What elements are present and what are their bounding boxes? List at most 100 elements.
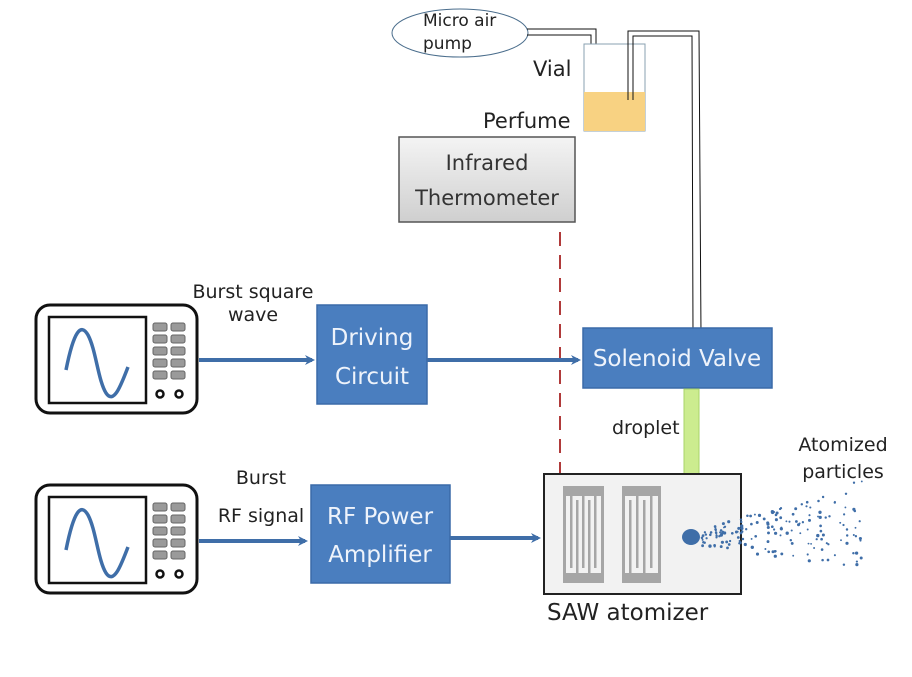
particle-dot [795, 520, 798, 523]
idt-electrode-1 [563, 486, 604, 583]
particle-dot [715, 535, 718, 538]
rf-amplifier-label-line2: Amplifier [328, 542, 432, 568]
burst-rf-signal-label-line1: Burst [236, 467, 286, 489]
vial: Vial Perfume [483, 43, 646, 133]
particle-dot [740, 524, 744, 528]
saw-atomizer [543, 473, 742, 595]
particle-dot [824, 516, 827, 519]
particle-dot [807, 559, 811, 563]
particle-dot [859, 556, 863, 560]
particle-dot [771, 550, 775, 554]
particle-dot [819, 524, 822, 528]
particle-dot [843, 513, 846, 516]
perfume-tube [627, 30, 702, 335]
particle-dot [807, 542, 810, 545]
particle-dot [753, 513, 756, 516]
particle-dot [855, 563, 859, 567]
particle-dot [725, 540, 729, 544]
particle-dot [854, 551, 859, 555]
particle-dot [801, 521, 805, 524]
particle-dot [808, 518, 811, 522]
particle-dot [770, 510, 775, 514]
particle-dot [854, 535, 858, 538]
particle-dot [821, 495, 825, 499]
atomized-particles-label-line2: particles [802, 461, 884, 483]
particle-dot [770, 525, 774, 529]
particle-dot [826, 558, 830, 562]
particle-dot [704, 533, 708, 536]
particle-dot [708, 544, 712, 548]
particle-dot [791, 512, 795, 516]
particle-dot [845, 534, 849, 537]
particle-dot [740, 520, 743, 524]
particle-dot [740, 526, 744, 531]
particle-dot [730, 531, 734, 535]
particle-dot [741, 537, 745, 541]
particle-dot [833, 554, 836, 557]
particle-dot [806, 553, 809, 556]
particle-dot [859, 539, 862, 542]
particle-dot [827, 543, 830, 546]
particle-dot [845, 528, 849, 531]
particle-dot [703, 541, 706, 544]
particle-dot [723, 525, 727, 528]
burst-square-wave-label-line1: Burst square [192, 281, 313, 303]
particle-dot [755, 521, 759, 524]
driving-circuit-label-line1: Driving [331, 325, 414, 351]
particle-dot [852, 551, 855, 555]
particle-dot [844, 506, 847, 509]
particle-dot [719, 545, 723, 549]
particle-dot [720, 540, 724, 544]
particle-dot [840, 539, 842, 542]
particle-dot [845, 541, 849, 545]
micro-air-pump: Micro air pump [391, 8, 529, 58]
particle-dot [809, 506, 812, 509]
particle-dot [714, 529, 717, 532]
particle-dot [842, 563, 846, 566]
particle-dot [750, 522, 753, 526]
particle-dot [854, 526, 857, 529]
particle-dot [709, 531, 713, 534]
particle-dot [821, 558, 824, 562]
particle-dot [749, 514, 752, 518]
particle-dot [800, 503, 804, 506]
particle-dot [788, 520, 791, 523]
particle-dot [815, 538, 818, 541]
particle-dot [799, 532, 802, 535]
particle-dot [705, 537, 708, 540]
particle-dot [719, 531, 721, 534]
particle-dot [852, 507, 856, 511]
particle-dot [743, 542, 747, 547]
particle-dot [820, 537, 823, 541]
particle-dot [820, 548, 824, 551]
perfume-label: Perfume [483, 109, 571, 133]
function-generator-icon [34, 303, 199, 415]
driving-circuit-label-line2: Circuit [335, 364, 409, 390]
saw-atomizer-label: SAW atomizer [547, 600, 709, 626]
particle-dot [773, 531, 778, 535]
particle-dot [792, 554, 795, 557]
particle-dot [855, 560, 858, 563]
solenoid-valve-label: Solenoid Valve [593, 346, 761, 372]
particle-dot [718, 534, 721, 538]
particle-dot [817, 499, 820, 503]
function-generator-icon [34, 483, 199, 595]
particle-dot [737, 527, 740, 530]
thermometer-label-line2: Thermometer [414, 186, 559, 210]
function-generator-bottom [34, 483, 199, 595]
particle-dot [779, 516, 783, 520]
particle-dot [778, 507, 782, 511]
atomized-particles [700, 480, 863, 567]
infrared-thermometer: Infrared Thermometer [398, 136, 576, 223]
particle-dot [805, 505, 808, 508]
burst-rf-signal-label-line2: RF signal [218, 505, 304, 527]
particle-dot [767, 550, 771, 554]
particle-dot [774, 518, 778, 522]
particle-dot [746, 514, 749, 518]
particle-dot [715, 532, 718, 535]
particle-dot [774, 550, 777, 553]
particle-dot [789, 538, 793, 542]
particle-dot [852, 481, 856, 484]
particle-dot [852, 533, 855, 537]
